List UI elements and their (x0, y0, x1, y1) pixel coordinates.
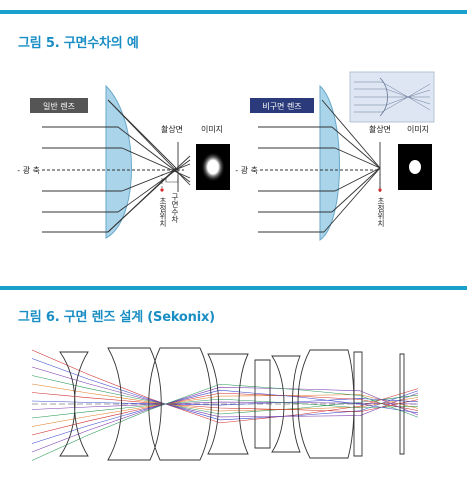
aspheric-image-label: 이미지 (407, 124, 429, 134)
lens-element-7 (297, 349, 355, 459)
focus-position-label: 초점위치 (159, 197, 168, 229)
aspheric-lens-badge-text: 비구면 렌즈 (262, 101, 301, 111)
ray-trace (31, 398, 419, 419)
aspheric-lens-badge (250, 98, 314, 113)
lens-element-4 (207, 353, 249, 455)
spherical-lens-diagram: 일반 렌즈 - 광 축 촬상면 초점위치 (17, 84, 230, 239)
inset-lens (379, 77, 388, 117)
ray-trace (31, 401, 419, 410)
aspheric-optical-axis-label: - 광 축 (235, 165, 258, 175)
ray-trace (31, 392, 419, 413)
lens-element-5 (254, 359, 271, 449)
sharp-spot (409, 160, 421, 174)
aspheric-focus-dot (378, 188, 382, 192)
lens-elements (59, 347, 405, 461)
image-plane-label: 촬상면 (161, 124, 183, 134)
figure5-left-panel: 일반 렌즈 - 광 축 촬상면 초점위치 (0, 0, 240, 270)
ray-trace (31, 383, 419, 461)
normal-lens-badge (30, 98, 88, 113)
ray-trace (31, 383, 419, 412)
aspheric-lens-diagram: 비구면 렌즈 - 광 축 촬상면 초점위치 이미지 (235, 71, 435, 241)
lens-element-8 (353, 351, 363, 457)
top-rule (0, 10, 467, 14)
lens-element-3 (148, 347, 212, 461)
aspheric-image-plane-label: 촬상면 (369, 124, 391, 134)
normal-lens-badge-text: 일반 렌즈 (43, 101, 75, 111)
ray-bundle (31, 349, 419, 461)
figure5-caption: 그림 5. 구면수차의 예 (18, 36, 139, 51)
middle-rule (0, 286, 467, 290)
spherical-lens (105, 84, 132, 239)
ray-trace (31, 366, 419, 418)
lens-design-diagram (31, 347, 419, 461)
ray-trace (31, 386, 419, 453)
lens-element-2 (107, 347, 162, 461)
figure6-panel (0, 330, 467, 480)
figure5-right-panel: 비구면 렌즈 - 광 축 촬상면 초점위치 이미지 (230, 0, 467, 270)
incoming-rays (42, 126, 122, 233)
ray-trace (31, 389, 419, 444)
aspheric-lens (319, 84, 340, 241)
image-label: 이미지 (201, 124, 223, 134)
aspheric-focus-position-label: 초점위치 (377, 197, 386, 229)
optical-axis-label: - 광 축 (17, 165, 40, 175)
aberration-bracket (165, 178, 179, 183)
inset-rays (354, 81, 431, 113)
ray-trace (31, 394, 419, 427)
ray-trace (31, 398, 419, 406)
ray-trace (31, 358, 419, 421)
focus-dot (160, 188, 164, 192)
figure6-caption: 그림 6. 구면 렌즈 설계 (Sekonix) (18, 310, 215, 325)
ray-trace (31, 375, 419, 415)
lens-element-1 (59, 351, 89, 457)
aspheric-incoming-rays (258, 126, 335, 233)
spherical-aberration-label: 구면수차 (171, 193, 180, 225)
sensor-cover-glass (399, 353, 405, 455)
blurred-spot (201, 152, 225, 182)
ray-trace (31, 349, 419, 424)
aspheric-refracted-rays (321, 99, 381, 233)
lens-element-6 (271, 355, 301, 453)
ray-trace (31, 392, 419, 436)
